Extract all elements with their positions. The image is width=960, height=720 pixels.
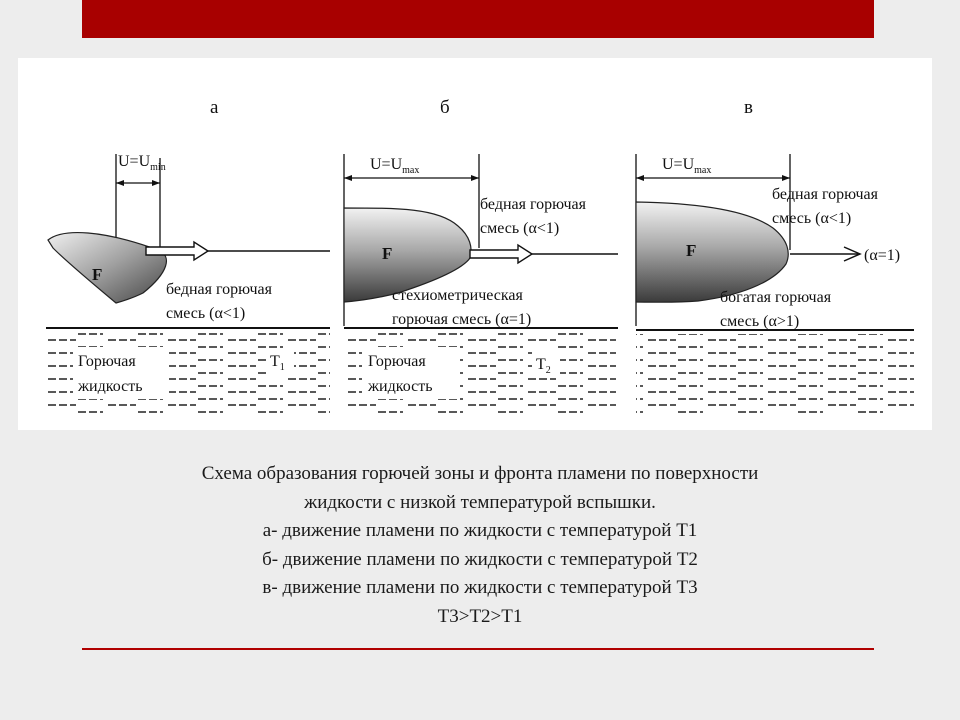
panel-b-liquid-line2: жидкость (367, 378, 433, 395)
caption-line-4: б- движение пламени по жидкости с темпер… (90, 546, 870, 575)
panel-a-letter: а (210, 97, 219, 118)
caption-line-1: Схема образования горючей зоны и фронта … (90, 460, 870, 489)
panel-b-flame-label: F (382, 244, 392, 263)
panel-a-flame-label: F (92, 265, 102, 284)
panel-a-liquid-line1: Горючая (78, 353, 136, 370)
panel-c: в U=Umax F (α=1) бедная горючая смесь (α… (636, 97, 914, 416)
panel-c-letter: в (744, 97, 753, 118)
top-accent-bar (82, 0, 874, 38)
panel-b-velocity: U=Umax (370, 156, 419, 176)
flame-diagram-figure: а U=Umin F бедная горючая смесь (α<1) Го… (18, 58, 932, 430)
panel-a: а U=Umin F бедная горючая смесь (α<1) Го… (46, 97, 330, 414)
caption-line-6: Т3>Т2>Т1 (90, 603, 870, 632)
panel-b-liquid-line1: Горючая (368, 353, 426, 370)
panel-b-mixture-line1: стехиометрическая (392, 287, 524, 304)
panel-b-letter: б (440, 97, 450, 118)
panel-c-flame-label: F (686, 241, 696, 260)
caption-line-3: а- движение пламени по жидкости с темпер… (90, 517, 870, 546)
panel-c-liquid (636, 334, 914, 416)
diagram-svg: а U=Umin F бедная горючая смесь (α<1) Го… (18, 58, 932, 430)
panel-a-mixture-line1: бедная горючая (166, 281, 273, 298)
figure-caption: Схема образования горючей зоны и фронта … (90, 460, 870, 631)
panel-b-mixture-line2: горючая смесь (α=1) (392, 311, 531, 328)
panel-c-right-line1: бедная горючая (772, 186, 879, 203)
panel-c-right-line2: смесь (α<1) (772, 210, 851, 227)
panel-b: б U=Umax F бедная горючая смесь (α<1) ст… (344, 97, 618, 414)
panel-a-flame (48, 233, 166, 303)
panel-a-mixture-line2: смесь (α<1) (166, 305, 245, 322)
panel-a-velocity: U=Umin (118, 153, 166, 173)
caption-line-5: в- движение пламени по жидкости с темпер… (90, 574, 870, 603)
panel-c-mixture-line1: богатая горючая (720, 289, 832, 306)
bottom-divider (82, 648, 874, 650)
panel-c-arrow-label: (α=1) (864, 247, 900, 264)
panel-c-mixture-line2: смесь (α>1) (720, 313, 799, 330)
panel-c-flame (636, 202, 788, 302)
panel-a-liquid-line2: жидкость (77, 378, 143, 395)
panel-b-right-line1: бедная горючая (480, 196, 587, 213)
caption-line-2: жидкости с низкой температурой вспышки. (90, 489, 870, 518)
panel-c-velocity: U=Umax (662, 156, 711, 176)
panel-b-right-line2: смесь (α<1) (480, 220, 559, 237)
